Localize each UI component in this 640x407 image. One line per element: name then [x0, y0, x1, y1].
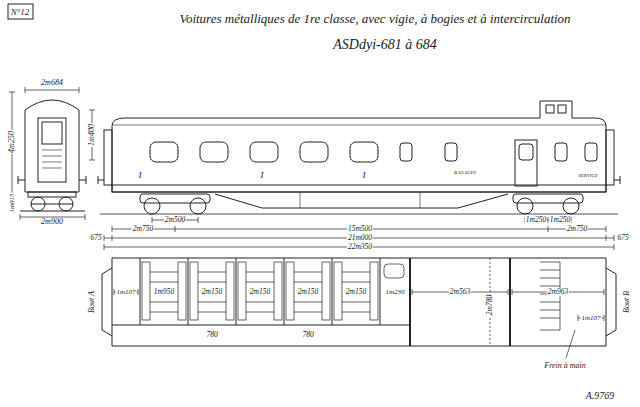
- dimension: 15m500: [347, 225, 373, 233]
- dimension: 1m015: [9, 192, 16, 213]
- dimension: 2m150: [297, 288, 319, 296]
- side-body: [112, 101, 606, 192]
- title: Voitures métalliques de 1re classe, avec…: [179, 12, 570, 25]
- dimension: 2m750: [566, 225, 588, 233]
- dimension: 2m150: [249, 288, 271, 296]
- dimension: 1m950: [153, 288, 175, 296]
- dimension: 2m500: [164, 216, 186, 224]
- series-number: ASDdyi-681 à 684: [332, 38, 437, 52]
- dimension: 2m900: [40, 218, 64, 226]
- class-mark: I: [138, 171, 143, 180]
- plate-number: N°12: [10, 8, 31, 17]
- dimension: 780: [301, 331, 314, 339]
- end-name: Bout B: [623, 290, 631, 314]
- compartment-mark: SERVICE: [577, 173, 599, 178]
- dimension: 1m250: [525, 216, 547, 224]
- end-view-body: [25, 100, 79, 192]
- dimension: 2m150: [345, 288, 367, 296]
- dimension: 2m780: [486, 294, 494, 316]
- class-mark: I: [362, 171, 367, 180]
- class-mark: I: [260, 171, 265, 180]
- dimension: 2m963: [547, 288, 569, 296]
- dimension: 675: [89, 234, 102, 242]
- compartment-mark: BAGAGES: [453, 170, 477, 175]
- dimension: 2m684: [40, 79, 64, 87]
- note: Frein à main: [543, 362, 586, 370]
- dimension: 2m563: [449, 288, 471, 296]
- dimension: 1m250: [549, 216, 571, 224]
- dimension: 780: [205, 331, 218, 339]
- dimension: 675: [616, 234, 629, 242]
- dimension: 1m400: [88, 123, 96, 147]
- dimension: 22m350: [347, 243, 373, 251]
- drawing-number: A.9769: [585, 391, 616, 401]
- dimension: 2m750: [132, 225, 154, 233]
- dimension: 4m250: [8, 130, 16, 154]
- dimension: 1m230: [384, 289, 405, 296]
- dimension: 1m107: [115, 289, 136, 296]
- plan-outline: [112, 258, 606, 346]
- dimension: 1m107: [580, 315, 601, 322]
- end-door-window: [42, 122, 62, 144]
- end-door: [38, 118, 66, 182]
- end-name: Bout A: [88, 290, 96, 314]
- plate-frame: [8, 4, 33, 19]
- dimension: 21m000: [347, 234, 373, 242]
- dimension: 2m150: [201, 288, 223, 296]
